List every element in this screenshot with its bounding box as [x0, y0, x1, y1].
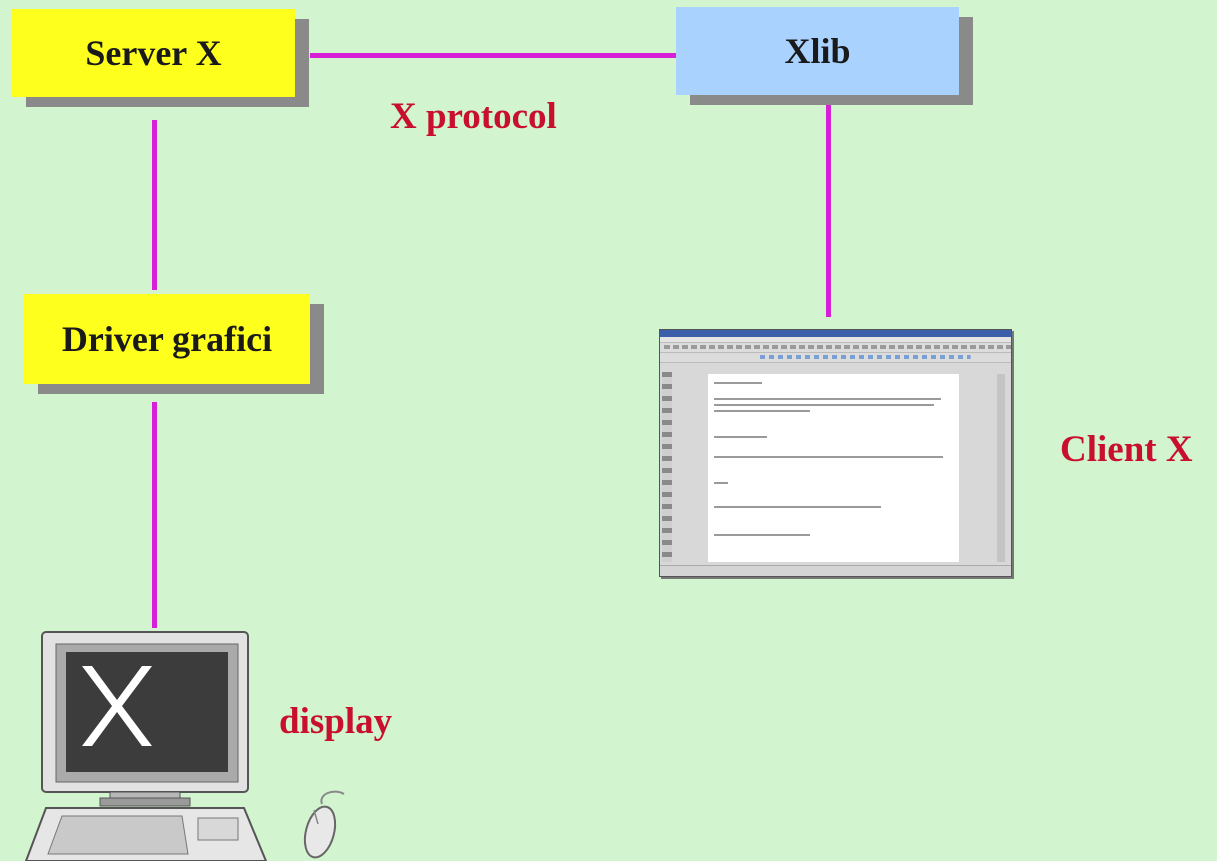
thumb-sidebar — [662, 372, 672, 562]
server-x-label: Server X — [85, 33, 222, 73]
client-window-screenshot — [659, 329, 1012, 577]
connector-driver-display — [152, 402, 157, 628]
client-x-label: Client X — [1060, 429, 1193, 470]
server-x-box: Server X — [12, 9, 295, 97]
driver-grafici-box: Driver grafici — [24, 294, 310, 384]
thumb-toolbar — [660, 343, 1011, 353]
xlib-label: Xlib — [784, 31, 851, 71]
connector-server-xlib — [310, 53, 677, 58]
thumb-format-toolbar — [660, 353, 1011, 363]
thumb-menubar — [660, 337, 1011, 343]
xlib-box: Xlib — [676, 7, 959, 95]
thumb-titlebar — [660, 330, 1011, 337]
connector-xlib-client — [826, 100, 831, 317]
thumb-document-page — [708, 374, 959, 562]
computer-x-icon — [24, 631, 345, 861]
mouse-icon — [303, 790, 345, 859]
thumb-scrollbar — [997, 374, 1005, 562]
display-label: display — [279, 701, 393, 742]
driver-grafici-label: Driver grafici — [61, 319, 273, 359]
connector-server-driver — [152, 120, 157, 290]
thumb-statusbar — [660, 565, 1011, 576]
x-protocol-label: X protocol — [390, 96, 557, 137]
